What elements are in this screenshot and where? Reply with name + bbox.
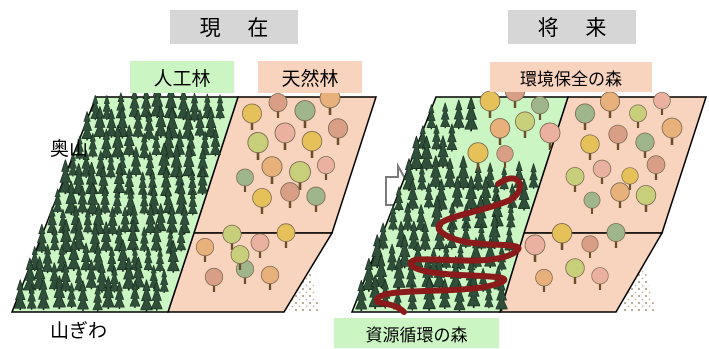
future-title: 将 来 xyxy=(508,10,636,44)
future-panel xyxy=(350,81,708,315)
deep-mountain-label: 奥山 xyxy=(50,138,89,160)
mountain-edge-label: 山ぎわ xyxy=(50,320,108,342)
current-panel xyxy=(10,83,378,313)
forest-road xyxy=(373,175,523,315)
resource-forest-label: 資源循環の森 xyxy=(334,318,499,348)
current-title: 現 在 xyxy=(170,10,298,44)
natural-forest-label: 天然林 xyxy=(258,61,362,93)
plantation-label: 人工林 xyxy=(130,61,234,93)
environmental-forest-label: 環境保全の森 xyxy=(490,62,652,92)
